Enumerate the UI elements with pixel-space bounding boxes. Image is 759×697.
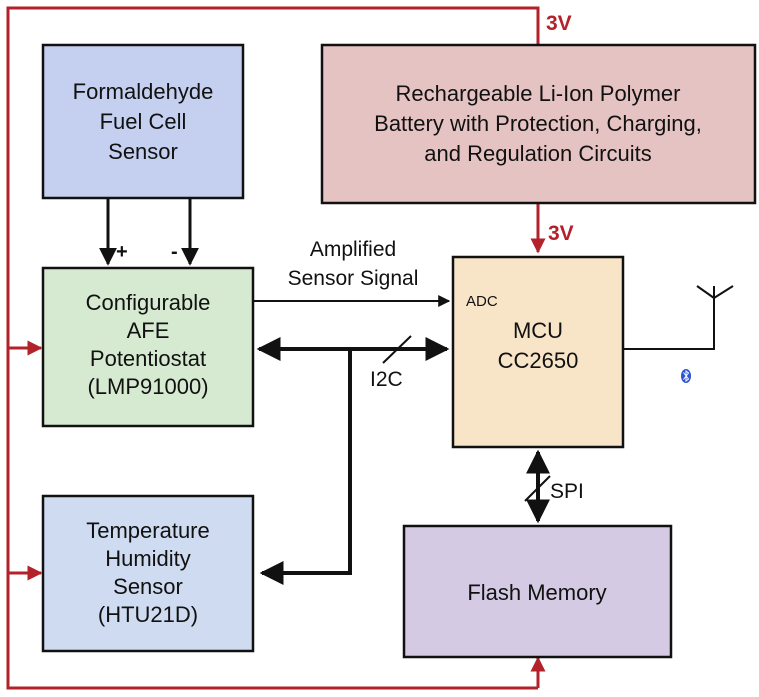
flash-memory-box (402, 524, 673, 659)
bluetooth-icon (681, 369, 691, 383)
temp-sensor-line-4: (HTU21D) (98, 602, 198, 627)
battery-box (320, 43, 757, 205)
power-lines (6, 6, 546, 690)
fuel-cell-sensor-line-3: Sensor (108, 139, 178, 164)
afe-block: Configurable AFE Potentiostat (LMP91000) (41, 266, 255, 428)
mcu-line-1: MCU (513, 318, 563, 343)
temp-sensor-line-1: Temperature (86, 518, 210, 543)
mcu-box (451, 255, 625, 449)
temp-sensor-line-3: Sensor (113, 574, 183, 599)
i2c-label: I2C (370, 368, 403, 391)
temp-sensor-box (41, 494, 255, 653)
spi-label: SPI (550, 480, 584, 503)
temp-sensor-line-2: Humidity (105, 546, 191, 571)
amplified-signal-label-1: Amplified (310, 238, 396, 261)
battery-line-3: and Regulation Circuits (424, 141, 651, 166)
battery-block: Rechargeable Li-Ion Polymer Battery with… (320, 43, 757, 205)
power-loop-line (6, 6, 540, 690)
temp-sensor-block: Temperature Humidity Sensor (HTU21D) (41, 494, 255, 653)
flash-memory-label: Flash Memory (467, 580, 606, 605)
battery-line-1: Rechargeable Li-Ion Polymer (396, 81, 681, 106)
afe-line-3: Potentiostat (90, 346, 206, 371)
voltage-label-top: 3V (546, 12, 572, 35)
antenna-icon (623, 285, 734, 350)
voltage-label-mcu: 3V (548, 222, 574, 245)
fuel-cell-sensor-line-2: Fuel Cell (100, 109, 187, 134)
spi-bus-slash (524, 475, 551, 502)
plus-sign-label: + (116, 241, 128, 263)
i2c-bus-slash (382, 335, 412, 364)
afe-box (41, 266, 255, 428)
i2c-bus-branch (259, 349, 352, 585)
fuel-cell-sensor-line-1: Formaldehyde (73, 79, 214, 104)
afe-line-2: AFE (127, 318, 170, 343)
afe-line-4: (LMP91000) (87, 374, 208, 399)
mcu-adc-port-label: ADC (466, 293, 498, 310)
battery-line-2: Battery with Protection, Charging, (374, 111, 702, 136)
amplified-signal-label-2: Sensor Signal (288, 267, 419, 290)
fuel-cell-sensor-box (41, 43, 245, 200)
afe-line-1: Configurable (86, 290, 211, 315)
minus-sign-label: - (171, 241, 178, 263)
signal-lines (99, 198, 734, 585)
mcu-line-2: CC2650 (498, 348, 579, 373)
fuel-cell-sensor-block: Formaldehyde Fuel Cell Sensor (41, 43, 245, 200)
mcu-block: ADC MCU CC2650 (451, 255, 625, 449)
flash-memory-block: Flash Memory (402, 524, 673, 659)
